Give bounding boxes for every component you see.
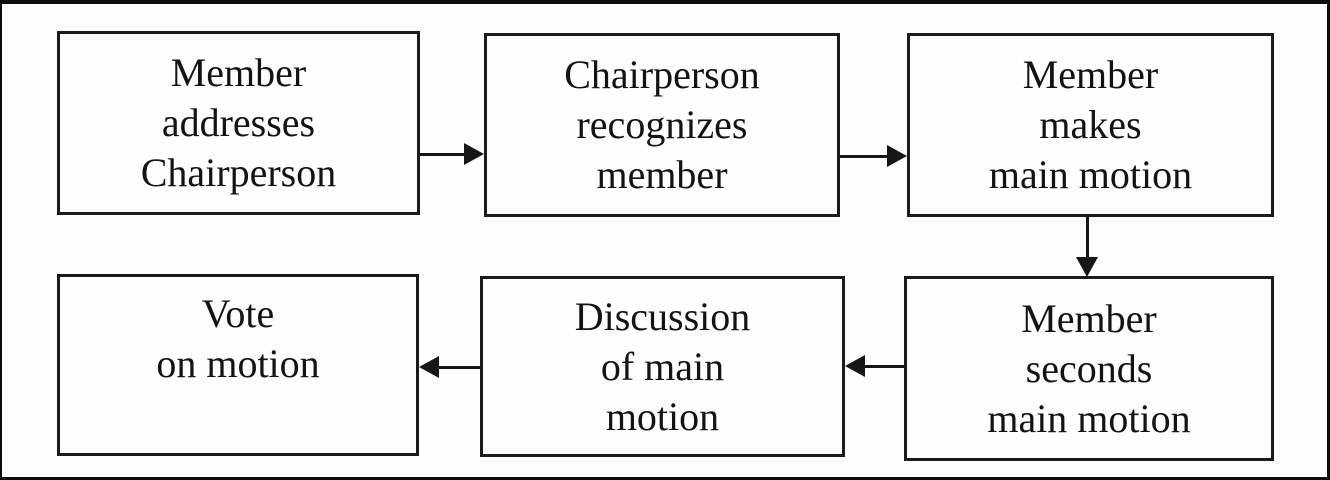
flow-node-member-addresses-chairperson: Member addresses Chairperson — [57, 31, 420, 215]
flow-node-label: Member makes main motion — [988, 52, 1193, 197]
flow-node-label: Chairperson recognizes member — [564, 52, 760, 197]
arrowhead-left-icon — [845, 355, 865, 377]
arrowhead-right-icon — [464, 143, 484, 165]
arrow-down-step3-to-step4 — [1075, 217, 1099, 277]
flow-node-label: Member addresses Chairperson — [140, 50, 337, 195]
arrowhead-down-icon — [1076, 257, 1098, 277]
flow-node-label: Discussion of main motion — [574, 293, 751, 439]
flow-node-chairperson-recognizes-member: Chairperson recognizes member — [484, 33, 840, 217]
arrow-right-step1-to-step2 — [420, 143, 484, 165]
flow-node-discussion-of-main-motion: Discussion of main motion — [480, 276, 845, 457]
arrow-shaft — [439, 365, 480, 369]
arrow-shaft — [1085, 217, 1089, 257]
arrow-left-step5-to-step6 — [419, 356, 480, 378]
arrow-left-step4-to-step5 — [845, 355, 904, 377]
arrow-right-step2-to-step3 — [840, 145, 907, 167]
arrow-shaft — [865, 364, 904, 368]
arrow-shaft — [840, 154, 887, 158]
flow-node-vote-on-motion: Vote on motion — [57, 274, 419, 456]
arrowhead-right-icon — [887, 145, 907, 167]
flow-node-label: Vote on motion — [156, 291, 320, 386]
flow-node-member-makes-main-motion: Member makes main motion — [907, 33, 1274, 217]
arrow-shaft — [420, 152, 464, 156]
flow-node-member-seconds-main-motion: Member seconds main motion — [904, 276, 1274, 461]
arrowhead-left-icon — [419, 356, 439, 378]
flow-node-label: Member seconds main motion — [987, 295, 1191, 441]
